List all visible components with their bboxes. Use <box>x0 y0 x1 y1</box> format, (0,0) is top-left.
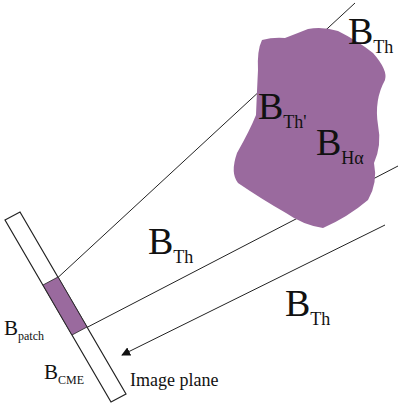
patch <box>43 277 87 335</box>
plane-label: Image plane <box>130 371 218 389</box>
emission-blob: BTh'BHα <box>228 25 388 230</box>
field-label: BTh' <box>258 87 307 131</box>
field-label: BTh <box>148 222 193 266</box>
field-label: BCME <box>44 362 84 386</box>
field-label: BHα <box>316 123 364 167</box>
blob-outline <box>234 28 386 228</box>
field-label: Bpatch <box>4 318 44 342</box>
blob-shape <box>228 25 388 230</box>
field-label: BTh <box>285 284 330 328</box>
field-label: BTh <box>348 12 393 56</box>
image-plane <box>5 212 126 402</box>
